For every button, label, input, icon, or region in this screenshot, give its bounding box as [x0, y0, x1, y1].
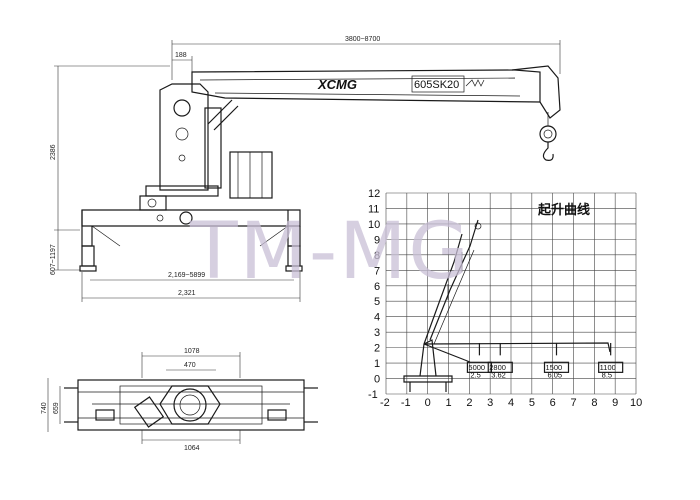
- load-box: [466, 361, 493, 373]
- model-label: 605SK20: [414, 79, 459, 91]
- boom-tip: [511, 65, 561, 119]
- x-tick-label: 8: [591, 397, 597, 409]
- x-tick-label: 2: [466, 397, 472, 409]
- y-tick-label: 4: [374, 312, 380, 324]
- slewing-ring: [173, 388, 207, 422]
- dim-plan-h1: 740: [41, 402, 48, 414]
- x-tick-label: 4: [508, 397, 514, 409]
- brand-logo: XCMG: [317, 77, 357, 92]
- load-radius: 2.5: [470, 371, 480, 380]
- watermark: TM-MG: [189, 207, 471, 297]
- slewing-base: [159, 385, 221, 425]
- load-radius: 8.5: [602, 371, 612, 380]
- x-tick-label: -1: [401, 397, 411, 409]
- load-radius: 3.62: [491, 371, 506, 380]
- x-tick-label: 3: [487, 397, 493, 409]
- boom: [191, 69, 541, 103]
- x-tick-label: 7: [571, 397, 577, 409]
- plan-view: 1078 470 1064 740 659: [41, 348, 318, 452]
- luffing-cylinder: [207, 99, 239, 131]
- load-radius: 6.05: [548, 371, 563, 380]
- y-tick-label: 10: [368, 219, 380, 231]
- x-tick-label: 9: [612, 397, 618, 409]
- hook-icon: [542, 142, 554, 161]
- x-tick-label: 0: [425, 397, 431, 409]
- y-tick-label: 8: [374, 250, 380, 262]
- load-weight: 1100: [600, 363, 616, 372]
- dim-plan-bottom: 1064: [184, 445, 200, 452]
- x-tick-label: -2: [380, 397, 390, 409]
- cylinder-body: [204, 107, 222, 189]
- y-tick-label: 1: [374, 358, 380, 370]
- turntable: [145, 185, 219, 197]
- chart-grid: [385, 192, 637, 395]
- y-tick-label: 3: [374, 327, 380, 339]
- load-weight: 1500: [546, 363, 563, 372]
- dim-height: 2386: [50, 144, 57, 160]
- y-tick-label: 9: [374, 234, 380, 246]
- y-tick-label: 12: [368, 188, 380, 200]
- dim-offset: 188: [175, 52, 187, 59]
- dim-leg: 607~1197: [50, 244, 57, 275]
- y-tick-label: 0: [374, 374, 380, 386]
- y-tick-label: 5: [374, 296, 380, 308]
- dim-base: 2,321: [178, 290, 196, 297]
- crane-column: [159, 83, 209, 191]
- dim-plan-top: 1078: [184, 348, 200, 355]
- hydraulic-tank: [229, 151, 273, 199]
- y-tick-label: 2: [374, 343, 380, 355]
- load-weight: 2800: [489, 363, 506, 372]
- load-box: [487, 361, 513, 373]
- dim-plan-h2: 659: [53, 402, 60, 414]
- dim-outrigger: 2,169~5899: [168, 272, 205, 279]
- side-view: 3800~8700 188 2386 607~1197 XCMG 605SK20: [50, 36, 561, 302]
- y-tick-label: 7: [374, 265, 380, 277]
- chart-crane: [403, 219, 611, 392]
- load-box: [543, 361, 570, 373]
- x-tick-label: 1: [446, 397, 452, 409]
- plan-frame: [77, 379, 305, 431]
- outrigger-left: [81, 210, 93, 247]
- y-tick-label: 6: [374, 281, 380, 293]
- y-tick-label: 11: [368, 203, 379, 215]
- x-tick-label: 6: [550, 397, 556, 409]
- chart-title: 起升曲线: [537, 202, 590, 218]
- y-tick-label: -1: [368, 389, 378, 401]
- load-box: [598, 361, 624, 373]
- x-tick-label: 5: [529, 397, 535, 409]
- dim-plan-inner: 470: [184, 362, 196, 369]
- dim-reach: 3800~8700: [345, 36, 380, 43]
- hook-block: [539, 125, 557, 143]
- x-tick-label: 10: [630, 397, 642, 409]
- load-weight: 5000: [468, 363, 485, 372]
